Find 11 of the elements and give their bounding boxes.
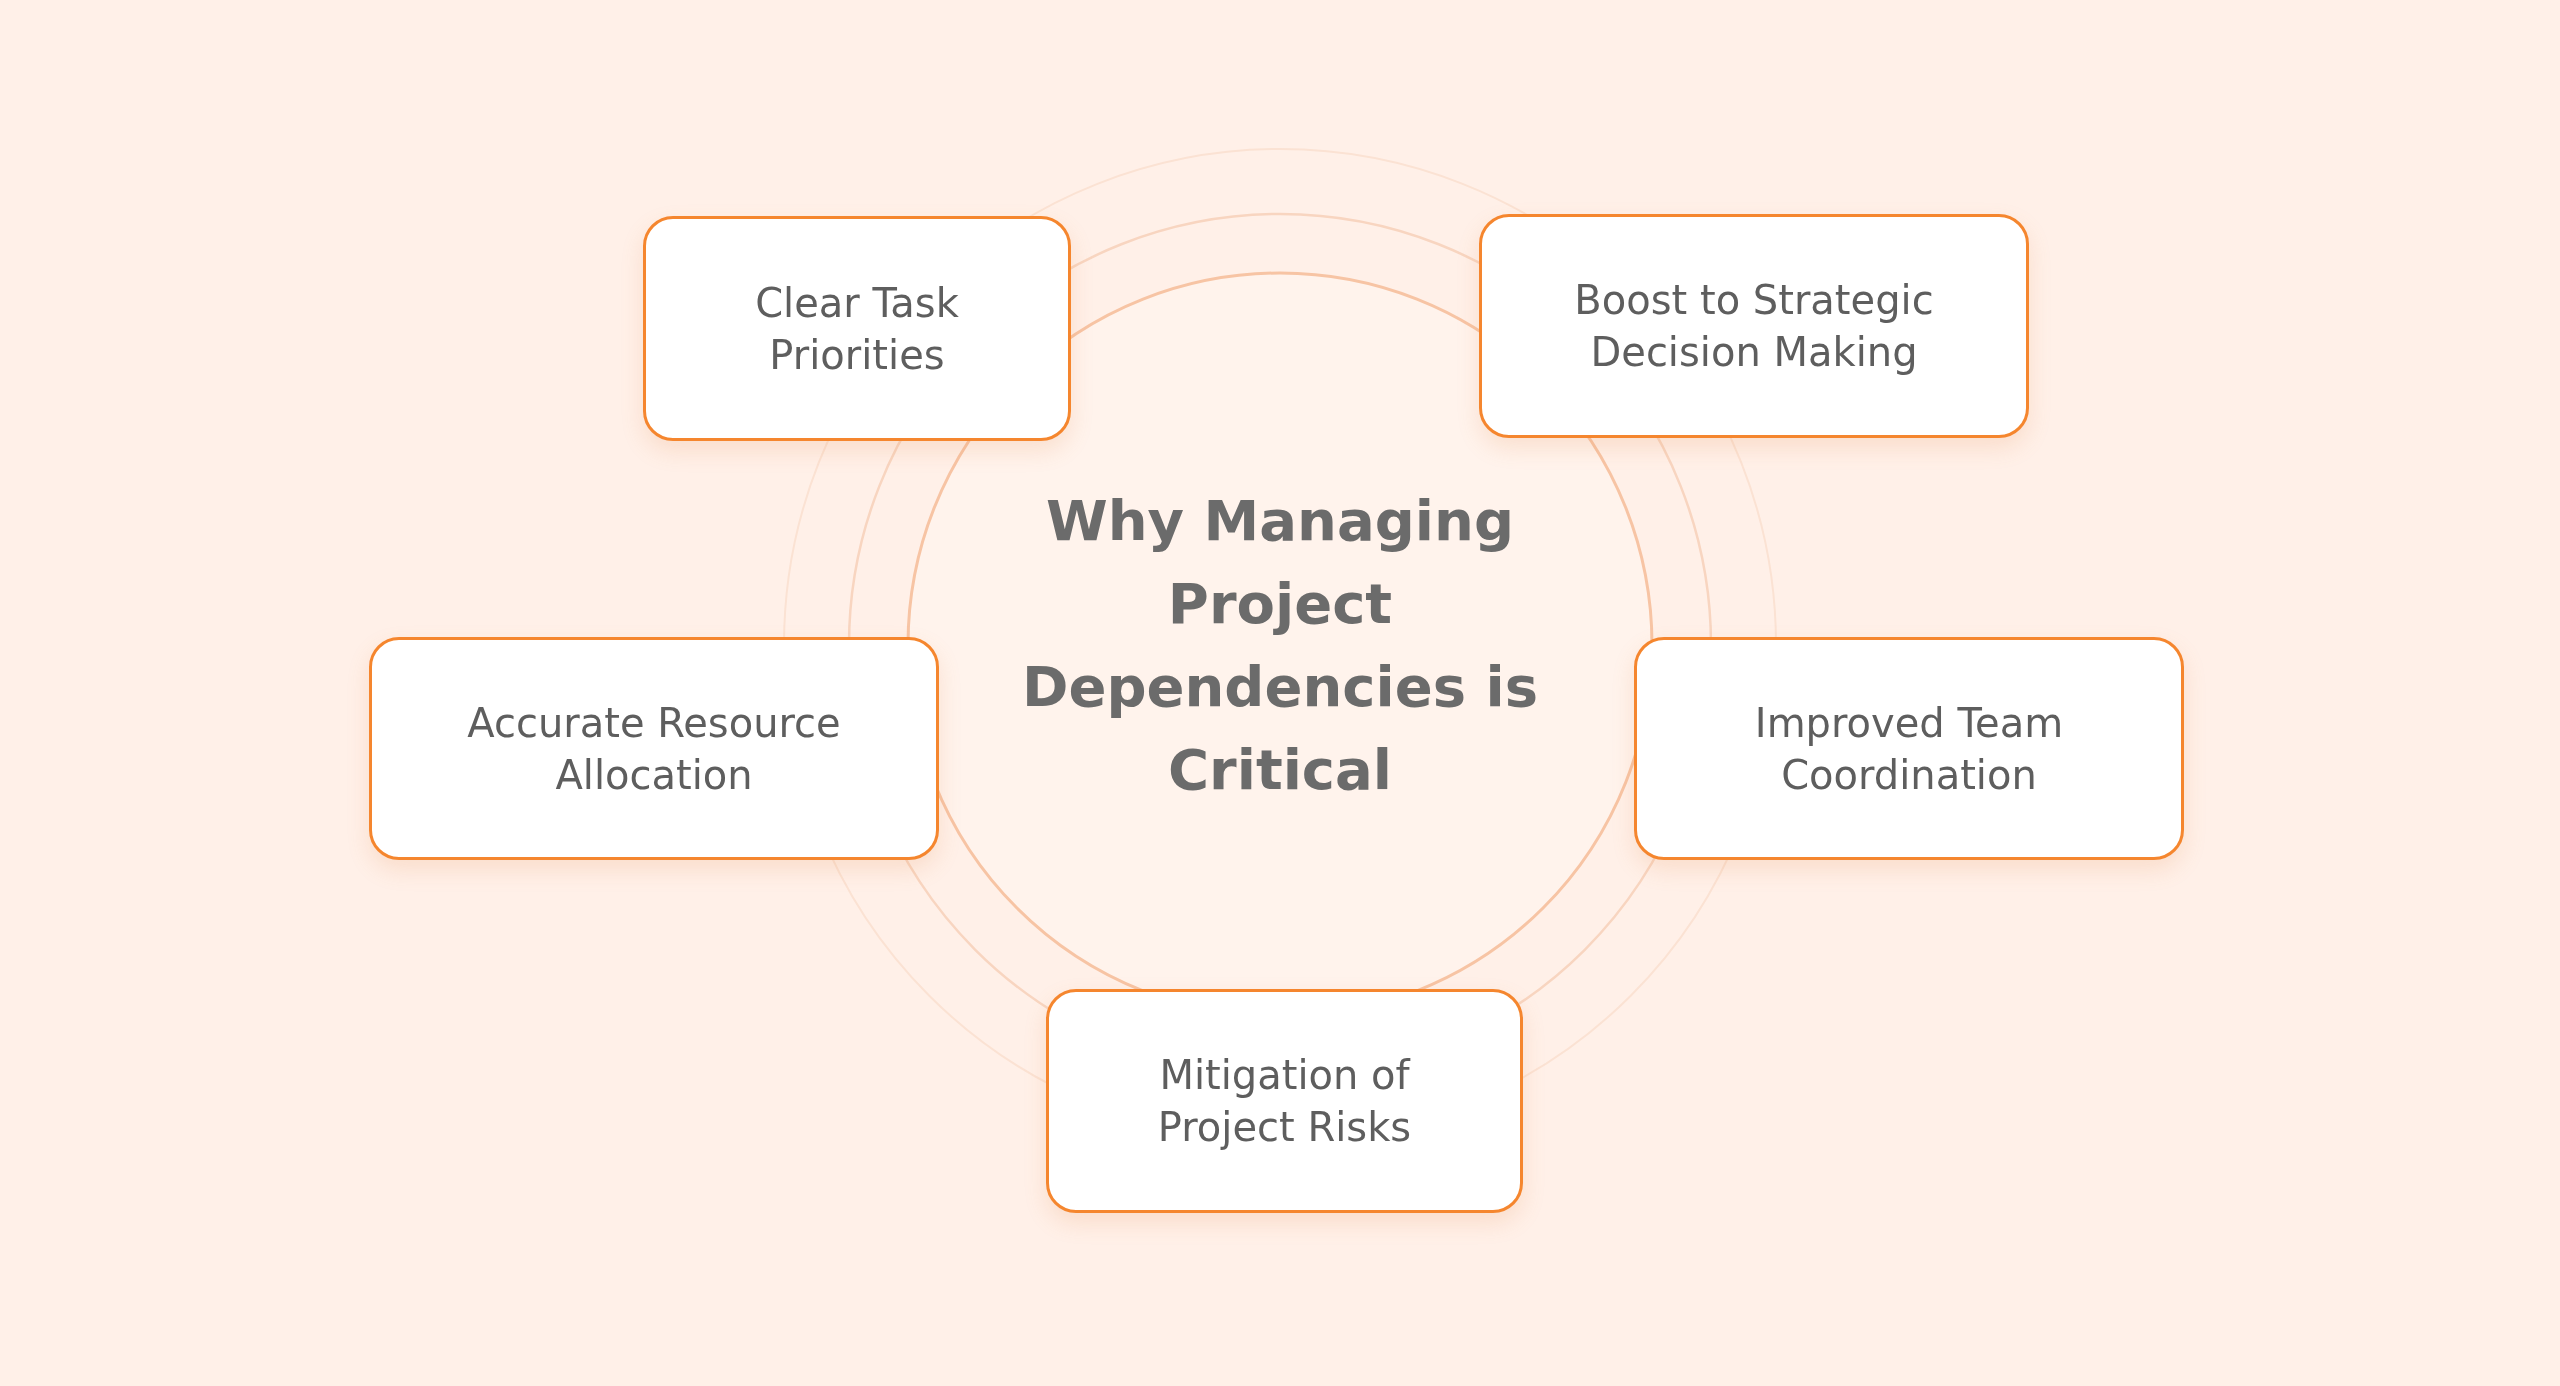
card-text: Accurate Resource Allocation [466,698,842,800]
benefit-card [643,216,1071,441]
card-text: Improved Team Coordination [1753,698,2065,800]
center-title: Why Managing Project Dependencies is Critical [1020,487,1540,804]
card-text: Boost to Strategic Decision Making [1573,276,1935,377]
card-text: Mitigation of Project Risks [1156,1051,1413,1152]
benefit-card [1479,214,2029,438]
card-text: Clear Task Priorities [754,278,960,380]
benefit-card [1046,989,1523,1213]
benefit-card [1634,637,2184,860]
benefit-card [369,637,939,860]
